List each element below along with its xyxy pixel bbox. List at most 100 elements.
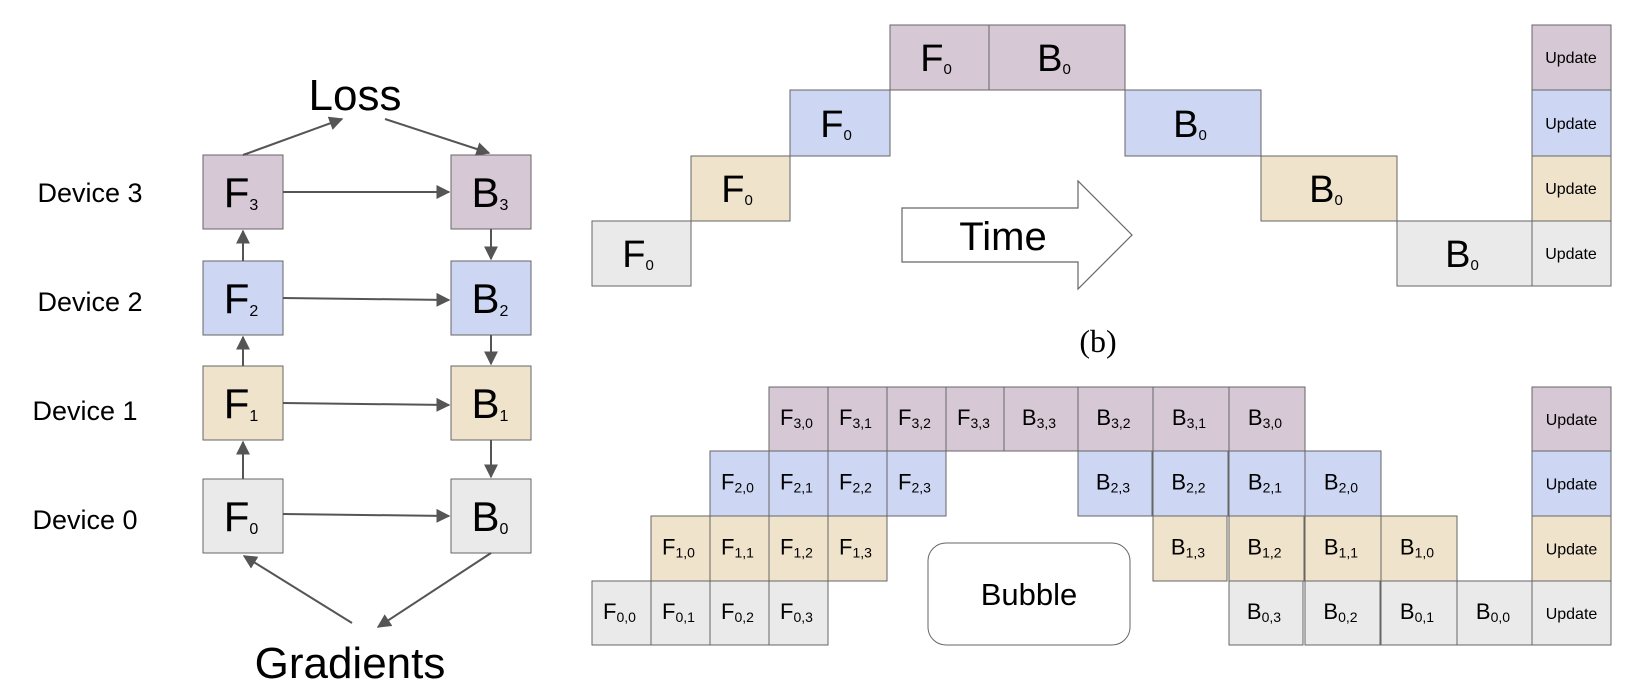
c-backward-cell-0-0 — [1228, 580, 1304, 646]
bubble-label: Bubble — [981, 577, 1078, 612]
time-arrow — [901, 179, 1133, 291]
b-forward-device-2 — [789, 89, 891, 157]
c-backward-label-2-0: B2,3 — [1096, 470, 1130, 496]
c-update-cell-3 — [1531, 386, 1612, 452]
b-backward-label-device-0: B0 — [1445, 234, 1479, 276]
forward-label-device-1: F1 — [224, 380, 259, 427]
arrow-b0-gradients — [376, 552, 492, 628]
c-backward-cell-3-1 — [1077, 386, 1154, 452]
c-forward-label-0-0: F0,0 — [603, 599, 636, 625]
arrow-f3-loss — [242, 116, 344, 156]
c-forward-label-3-0: F3,0 — [780, 405, 813, 431]
c-backward-label-1-1: B1,2 — [1247, 535, 1281, 561]
c-update-label-2: Update — [1546, 477, 1598, 494]
c-update-cell-1 — [1531, 515, 1612, 582]
c-backward-cell-3-0 — [1003, 386, 1079, 452]
b-forward-device-0 — [591, 220, 692, 287]
c-forward-cell-3-1 — [827, 386, 888, 452]
c-backward-cell-3-2 — [1152, 386, 1230, 452]
c-backward-cell-1-3 — [1380, 515, 1458, 582]
forward-box-device-0 — [202, 478, 284, 554]
arrow-gradients-f0 — [242, 555, 353, 624]
b-forward-device-3 — [889, 24, 990, 91]
c-update-label-0: Update — [1546, 606, 1598, 623]
c-forward-cell-1-3 — [827, 515, 888, 582]
bubble-box — [927, 542, 1131, 646]
c-backward-label-1-3: B1,0 — [1400, 535, 1434, 561]
panel-a-device-graph: Loss Gradients Device 3 Device 2 Device … — [32, 71, 532, 688]
backward-label-device-1: B1 — [472, 380, 509, 427]
c-forward-label-1-1: F1,1 — [721, 535, 754, 561]
arrow-f1-b1 — [282, 397, 451, 412]
forward-label-device-3: F3 — [224, 169, 259, 216]
c-backward-label-3-1: B3,2 — [1096, 405, 1130, 431]
c-backward-cell-0-3 — [1456, 580, 1534, 646]
c-update-label-3: Update — [1546, 412, 1598, 429]
b-update-device-0 — [1531, 220, 1612, 287]
forward-label-device-2: F2 — [224, 275, 259, 322]
c-backward-cell-2-3 — [1304, 450, 1382, 517]
device-label-2: Device 2 — [37, 287, 142, 317]
b-update-label-device-1: Update — [1545, 181, 1597, 198]
c-forward-label-0-3: F0,3 — [780, 599, 813, 625]
c-backward-label-3-2: B3,1 — [1172, 405, 1206, 431]
arrow-f0-b0 — [282, 508, 451, 523]
device-label-3: Device 3 — [37, 178, 142, 208]
b-update-device-1 — [1531, 155, 1612, 222]
c-forward-label-1-0: F1,0 — [662, 535, 695, 561]
c-forward-label-0-1: F0,1 — [662, 599, 695, 625]
panel-b-caption: (b) — [1079, 323, 1116, 359]
device-label-0: Device 0 — [32, 505, 137, 535]
c-forward-label-2-1: F2,1 — [780, 470, 813, 496]
c-backward-label-2-1: B2,2 — [1171, 470, 1205, 496]
device-label-1: Device 1 — [32, 396, 137, 426]
c-backward-label-2-3: B2,0 — [1324, 470, 1358, 496]
c-backward-cell-2-1 — [1152, 450, 1229, 517]
forward-label-device-0: F0 — [224, 493, 259, 540]
c-backward-label-3-3: B3,0 — [1248, 405, 1282, 431]
c-backward-cell-0-1 — [1304, 580, 1381, 646]
c-forward-label-1-2: F1,2 — [780, 535, 813, 561]
c-forward-label-2-0: F2,0 — [721, 470, 754, 496]
b-update-label-device-2: Update — [1545, 116, 1597, 133]
c-backward-label-2-2: B2,1 — [1248, 470, 1282, 496]
c-forward-cell-2-3 — [886, 450, 947, 517]
panel-b-naive-schedule: F0 F0 F0 F0 B0 B0 B0 B0 Update Update Up… — [591, 24, 1612, 359]
gradients-label: Gradients — [255, 639, 446, 688]
b-backward-label-device-3: B0 — [1037, 38, 1071, 80]
b-backward-device-1 — [1260, 155, 1398, 222]
c-forward-cell-2-2 — [827, 450, 888, 517]
b-forward-device-1 — [690, 155, 791, 222]
time-label: Time — [959, 215, 1046, 259]
c-backward-label-0-0: B0,3 — [1247, 599, 1281, 625]
c-backward-cell-3-3 — [1228, 386, 1306, 452]
c-backward-cell-1-2 — [1304, 515, 1382, 582]
b-forward-label-device-3: F0 — [920, 38, 952, 80]
arrow-loss-b3 — [384, 118, 491, 156]
backward-box-device-0 — [450, 478, 532, 554]
c-backward-label-0-1: B0,2 — [1323, 599, 1357, 625]
c-backward-label-0-2: B0,1 — [1400, 599, 1434, 625]
c-forward-cell-2-1 — [768, 450, 829, 517]
c-forward-label-0-2: F0,2 — [721, 599, 754, 625]
c-backward-label-0-3: B0,0 — [1476, 599, 1510, 625]
b-backward-device-0 — [1396, 220, 1533, 287]
forward-box-device-3 — [202, 154, 284, 230]
b-backward-label-device-1: B0 — [1309, 169, 1343, 211]
c-update-cell-2 — [1531, 450, 1612, 517]
c-forward-cell-0-2 — [709, 580, 770, 646]
c-backward-cell-2-2 — [1228, 450, 1306, 517]
c-forward-label-3-2: F3,2 — [898, 405, 931, 431]
c-update-cell-0 — [1531, 580, 1612, 646]
c-backward-label-3-0: B3,3 — [1022, 405, 1056, 431]
b-update-device-3 — [1531, 24, 1612, 91]
c-backward-label-1-0: B1,3 — [1171, 535, 1205, 561]
c-forward-label-1-3: F1,3 — [839, 535, 872, 561]
loss-label: Loss — [309, 71, 402, 120]
c-forward-label-2-3: F2,3 — [898, 470, 931, 496]
backward-label-device-3: B3 — [472, 169, 509, 216]
c-update-label-1: Update — [1546, 542, 1598, 559]
c-backward-cell-1-0 — [1152, 515, 1228, 582]
